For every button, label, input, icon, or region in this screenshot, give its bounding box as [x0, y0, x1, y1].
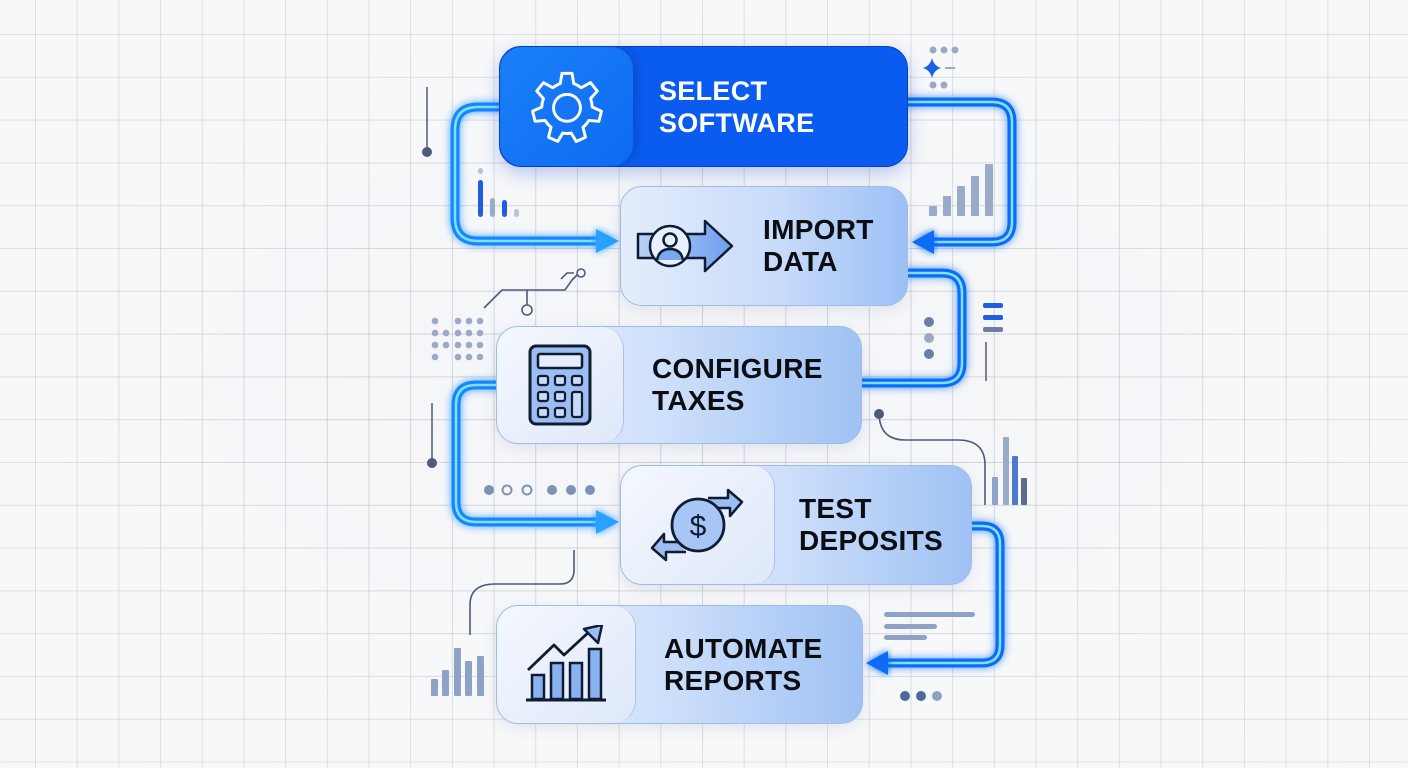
step-icon-container [497, 606, 636, 723]
step-label-line1: TEST [799, 493, 872, 524]
decor-bottom-dots [900, 691, 942, 701]
connector-1-left [450, 102, 603, 246]
arrowhead-left-icon [866, 651, 888, 675]
decor-text-lines [884, 612, 975, 640]
step-icon-container: $ [621, 466, 775, 584]
step-label-line1: CONFIGURE [652, 353, 823, 384]
step-label-line2: SOFTWARE [659, 107, 815, 138]
decor-pin-line-top-left [422, 87, 432, 157]
step-label-line1: AUTOMATE [664, 632, 823, 664]
decor-menu-lines [983, 303, 1003, 381]
step-icon-container [497, 327, 624, 443]
step-icon-container [500, 47, 633, 166]
user-import-arrow-icon [636, 219, 734, 273]
gear-icon [530, 71, 603, 143]
decor-curved-trace-lower-left [469, 550, 575, 635]
decor-bar-chart-right-mid [992, 437, 1027, 505]
decor-sparkle-dots-top-right [923, 46, 959, 89]
step-label: CONFIGURE TAXES [624, 327, 861, 443]
step-test-deposits[interactable]: $ TEST DEPOSITS [620, 465, 972, 585]
arrowhead-left-icon [912, 230, 934, 254]
calculator-icon [528, 344, 592, 426]
svg-text:$: $ [689, 510, 706, 543]
step-label-line1: IMPORT [763, 214, 874, 245]
connector-2-right [857, 268, 967, 388]
step-automate-reports[interactable]: AUTOMATE REPORTS [496, 605, 863, 724]
step-label-line1: SELECT [659, 75, 768, 106]
decor-mini-bar-chart-left [478, 168, 519, 217]
step-label-line2: REPORTS [664, 664, 802, 696]
arrowhead-right-icon [596, 510, 619, 534]
step-icon-container [621, 187, 749, 305]
dollar-exchange-icon: $ [650, 488, 743, 562]
step-select-software[interactable]: SELECT SOFTWARE [499, 46, 908, 167]
step-label-line2: DEPOSITS [799, 525, 943, 556]
decor-bar-chart-right [929, 164, 993, 216]
decor-bar-chart-lower-left [431, 648, 484, 696]
step-label: TEST DEPOSITS [775, 466, 971, 584]
growth-chart-icon [526, 624, 606, 701]
arrowhead-right-icon [596, 229, 619, 253]
step-label: IMPORT DATA [749, 187, 907, 305]
decor-progress-dots [484, 484, 595, 496]
step-label-line2: TAXES [652, 385, 745, 416]
connector-3-left [451, 380, 603, 527]
connector-4-right [881, 521, 1005, 668]
decor-pin-line-mid-left [427, 403, 437, 468]
step-import-data[interactable]: IMPORT DATA [620, 186, 908, 306]
step-label: AUTOMATE REPORTS [636, 606, 862, 723]
connector-1-right [901, 97, 1017, 247]
step-configure-taxes[interactable]: CONFIGURE TAXES [496, 326, 862, 444]
decor-dot-grid [431, 317, 484, 361]
step-label: SELECT SOFTWARE [633, 47, 907, 166]
decor-circuit-trace [483, 268, 586, 316]
decor-curved-trace-right [874, 409, 986, 505]
step-label-line2: DATA [763, 246, 838, 277]
decor-vertical-dots [924, 317, 934, 359]
